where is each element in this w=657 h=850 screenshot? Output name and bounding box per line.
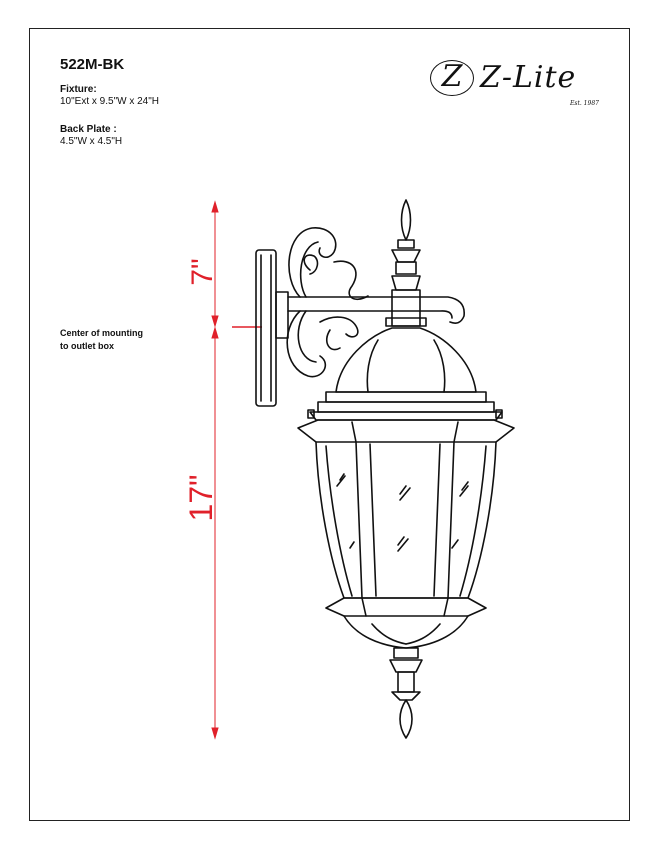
drawing-border [29, 28, 630, 821]
mounting-arm [286, 227, 465, 378]
top-finial [385, 199, 427, 327]
glass-panels [315, 441, 497, 599]
brand-logo: Z Z-Lite Est. 1987 [430, 56, 610, 116]
upper-top-arrow [211, 200, 219, 213]
lantern-dome [307, 327, 503, 421]
mounting-note-line-1: Center of mounting [60, 328, 143, 338]
fixture-dimensions: 10"Ext x 9.5"W x 24"H [60, 96, 160, 107]
upper-dimension-label: 7" [186, 258, 219, 285]
lower-bottom-arrow [211, 727, 219, 740]
backplate-dimensions: 4.5"W x 4.5"H [60, 136, 123, 147]
lower-top-arrow [211, 326, 219, 339]
fixture-label: Fixture: [60, 84, 97, 95]
logo-established: Est. 1987 [570, 100, 599, 107]
backplate-label: Back Plate : [60, 124, 117, 135]
dimension-lines [211, 200, 262, 740]
lower-dimension-label: 17" [183, 475, 219, 522]
logo-mark: Z [430, 60, 474, 96]
back-plate [255, 249, 289, 407]
logo-name: Z-Lite [480, 60, 577, 95]
mounting-note: Center of mounting to outlet box [60, 327, 143, 353]
bottom-finial [389, 647, 423, 739]
model-number: 522M-BK [60, 56, 125, 73]
upper-bottom-arrow [211, 315, 219, 328]
lantern-bottom-band [325, 597, 487, 649]
lantern-top-band [297, 419, 515, 443]
mounting-note-line-2: to outlet box [60, 341, 114, 351]
